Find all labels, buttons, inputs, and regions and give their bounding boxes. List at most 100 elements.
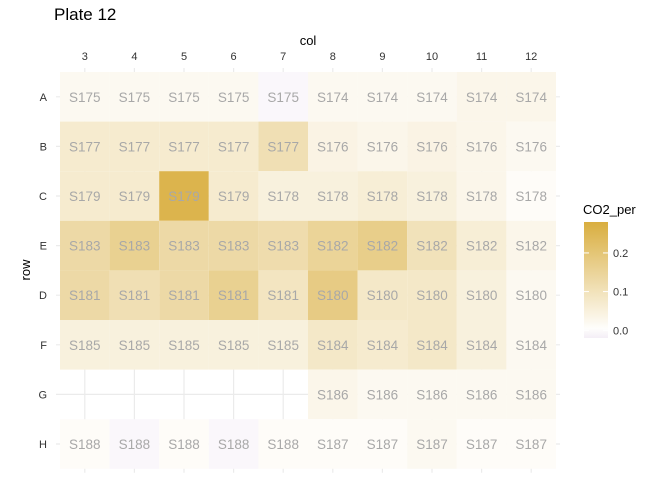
heatmap-cell	[208, 220, 259, 271]
cell-label: S181	[218, 288, 250, 303]
heatmap-cell	[60, 171, 110, 221]
cell-label: S177	[218, 139, 250, 154]
cell-label: S175	[168, 90, 200, 105]
x-tick-label: 8	[330, 51, 336, 63]
heatmap-cell	[357, 72, 408, 122]
heatmap-cell	[407, 270, 457, 320]
cell-label: S186	[515, 387, 547, 402]
heatmap-cell	[60, 320, 110, 370]
cell-label: S184	[367, 338, 399, 353]
x-tick-label: 9	[379, 51, 385, 63]
cell-label: S185	[69, 338, 101, 353]
legend: CO2_per 0.00.10.2	[583, 202, 636, 338]
cell-label: S175	[218, 90, 250, 105]
heatmap-cell	[60, 121, 110, 172]
cell-label: S187	[416, 437, 448, 452]
heatmap-cell	[357, 270, 408, 320]
cell-label: S182	[416, 239, 448, 254]
cell-label: S188	[267, 437, 299, 452]
heatmap-cell	[357, 369, 408, 420]
cell-label: S182	[466, 239, 498, 254]
cell-label: S182	[317, 239, 349, 254]
heatmap-cell	[258, 121, 308, 172]
cell-label: S180	[317, 288, 349, 303]
heatmap-cell	[407, 72, 457, 122]
cell-label: S174	[317, 90, 349, 105]
x-tick-label: 6	[231, 51, 237, 63]
cell-label: S174	[367, 90, 399, 105]
cell-label: S186	[416, 387, 448, 402]
heatmap-cell	[159, 419, 209, 469]
cell-label: S179	[168, 189, 200, 204]
heatmap-cell	[159, 171, 209, 221]
cell-label: S188	[119, 437, 151, 452]
x-axis-title: col	[300, 33, 317, 48]
heatmap-cell	[258, 270, 308, 320]
heatmap-cell	[258, 419, 308, 469]
cell-label: S176	[317, 139, 349, 154]
cell-label: S179	[119, 189, 151, 204]
heatmap-cell	[506, 320, 556, 370]
x-tick-label: 10	[426, 51, 438, 63]
cell-label: S177	[69, 139, 101, 154]
heatmap-cell	[357, 121, 408, 172]
y-tick-label: E	[40, 241, 47, 253]
y-tick-label: B	[40, 141, 47, 153]
cell-label: S177	[119, 139, 151, 154]
heatmap-cell	[456, 320, 507, 370]
cell-label: S178	[317, 189, 349, 204]
cell-label: S175	[119, 90, 151, 105]
cell-label: S181	[267, 288, 299, 303]
heatmap-cell	[456, 72, 507, 122]
y-tick-label: F	[40, 340, 47, 352]
heatmap-cell	[258, 320, 308, 370]
cell-label: S179	[69, 189, 101, 204]
heatmap-cell	[159, 121, 209, 172]
cell-label: S176	[416, 139, 448, 154]
heatmap-cell	[159, 220, 209, 271]
cell-label: S187	[317, 437, 349, 452]
legend-colorbar	[584, 222, 608, 338]
heatmap-cell	[159, 270, 209, 320]
legend-tick-label: 0.0	[613, 325, 628, 337]
x-tick-label: 3	[82, 51, 88, 63]
cell-label: S182	[367, 239, 399, 254]
cell-label: S182	[515, 239, 547, 254]
cell-label: S185	[168, 338, 200, 353]
chart-title: Plate 12	[54, 5, 116, 24]
heatmap-cell	[407, 121, 457, 172]
cell-label: S188	[218, 437, 250, 452]
heatmap-cell	[308, 419, 358, 469]
heatmap-cell	[60, 270, 110, 320]
cell-label: S184	[416, 338, 448, 353]
heatmap-cell	[407, 419, 457, 469]
cell-label: S178	[466, 189, 498, 204]
cell-label: S186	[317, 387, 349, 402]
cell-label: S174	[515, 90, 547, 105]
heatmap-cell	[506, 270, 556, 320]
x-tick-label: 12	[525, 51, 537, 63]
heatmap-cell	[258, 72, 308, 122]
cell-label: S176	[466, 139, 498, 154]
heatmap-cell	[109, 419, 160, 469]
cell-label: S185	[218, 338, 250, 353]
heatmap-cell	[60, 220, 110, 271]
cell-label: S174	[416, 90, 448, 105]
legend-title: CO2_per	[583, 202, 636, 217]
cell-label: S184	[317, 338, 349, 353]
heatmap-cell	[506, 121, 556, 172]
heatmap-cell	[357, 419, 408, 469]
cell-label: S179	[218, 189, 250, 204]
cell-label: S186	[367, 387, 399, 402]
heatmap-cell	[208, 121, 259, 172]
cell-label: S183	[69, 239, 101, 254]
heatmap-cell	[456, 419, 507, 469]
heatmap-cell	[208, 320, 259, 370]
heatmap-cell	[109, 270, 160, 320]
heatmap-cell	[407, 320, 457, 370]
y-tick-label: C	[39, 191, 47, 203]
heatmap-cell	[506, 220, 556, 271]
legend-tick-label: 0.1	[613, 287, 628, 299]
cell-label: S188	[69, 437, 101, 452]
cell-label: S177	[267, 139, 299, 154]
